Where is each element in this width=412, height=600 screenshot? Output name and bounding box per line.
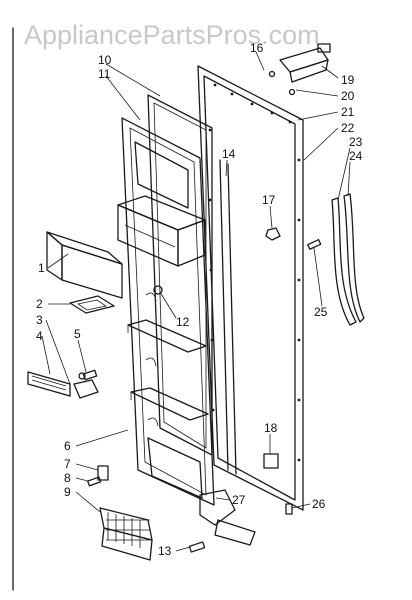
callout-24: 24 <box>349 149 363 163</box>
part-bracket <box>27 371 99 399</box>
callout-25: 25 <box>314 305 328 319</box>
callout-23: 23 <box>349 135 363 149</box>
part-handle <box>331 193 365 326</box>
callout-4: 4 <box>36 329 43 343</box>
part-nut <box>265 227 281 241</box>
part-screw-5 <box>78 369 98 381</box>
callout-6: 6 <box>64 439 71 453</box>
part-hinge-bottom <box>199 489 256 546</box>
part-clip <box>97 465 109 481</box>
part-frame <box>69 295 115 314</box>
callout-17: 17 <box>262 193 276 207</box>
door-liner <box>117 117 215 506</box>
callout-3: 3 <box>36 313 43 327</box>
callout-7: 7 <box>64 457 71 471</box>
callout-11: 11 <box>98 67 111 81</box>
part-screw-8 <box>87 476 102 487</box>
callout-22: 22 <box>341 121 355 135</box>
callout-10: 10 <box>98 53 112 67</box>
callout-2: 2 <box>36 297 43 311</box>
callout-14: 14 <box>222 147 236 161</box>
callout-8: 8 <box>64 471 71 485</box>
part-shelf-cover <box>46 231 123 299</box>
callout-20: 20 <box>341 89 355 103</box>
leader-lines <box>41 51 351 552</box>
part-pin <box>285 503 293 515</box>
callout-13: 13 <box>158 544 172 558</box>
watermark-text: AppliancePartsPros.com <box>24 20 320 50</box>
part-pivot <box>263 453 279 469</box>
callout-21: 21 <box>341 105 355 119</box>
part-hinge-top <box>268 43 331 96</box>
callout-27: 27 <box>232 493 246 507</box>
callout-18: 18 <box>264 421 278 435</box>
part-screw-12 <box>153 285 163 295</box>
callout-1: 1 <box>38 261 45 275</box>
callout-labels: 10 11 16 19 20 21 22 23 24 14 17 12 1 2 … <box>36 41 363 558</box>
callout-16: 16 <box>250 41 264 55</box>
callout-26: 26 <box>312 497 326 511</box>
part-bin <box>99 507 153 561</box>
part-screw-25 <box>307 239 322 250</box>
part-screw-13 <box>188 541 206 553</box>
callout-5: 5 <box>74 327 81 341</box>
callout-9: 9 <box>64 485 71 499</box>
callout-12: 12 <box>176 315 190 329</box>
door-outer-panel <box>197 65 304 511</box>
callout-19: 19 <box>341 73 355 87</box>
breaker-strip <box>219 159 237 475</box>
